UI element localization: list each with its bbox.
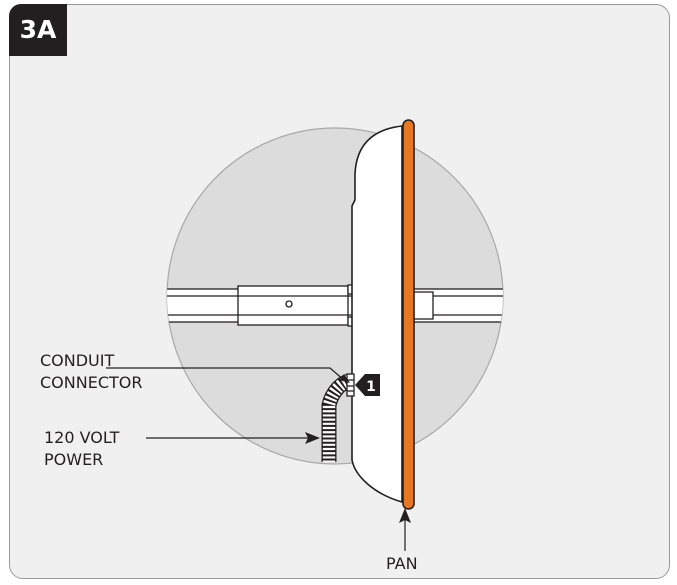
- callout-1: 1: [355, 374, 380, 396]
- step-badge: 3A: [9, 4, 67, 56]
- conduit-connector-label-line-2: CONNECTOR: [40, 373, 143, 392]
- callout-number: 1: [366, 379, 376, 395]
- screw-hole-icon: [285, 300, 293, 308]
- mounting-rail-right: [408, 288, 503, 323]
- mounting-rail-left: [167, 284, 366, 327]
- power-label-line-2: POWER: [44, 450, 104, 469]
- pan-label: PAN: [386, 554, 418, 573]
- conduit-connector-arrow-icon: [339, 374, 350, 383]
- power-label-line-1: 120 VOLT: [44, 428, 120, 447]
- conduit-connector-fitting: [346, 373, 355, 397]
- power-label: 120 VOLT POWER: [44, 427, 119, 471]
- pan-arrow-icon: [399, 508, 411, 523]
- pan-edge: [402, 119, 415, 510]
- conduit-connector-label-line-1: CONDUIT: [40, 351, 115, 370]
- fixture-housing: [351, 125, 403, 504]
- power-arrow-icon: [305, 432, 320, 444]
- conduit-connector-label: CONDUIT CONNECTOR: [40, 350, 142, 394]
- conduit-connector-leader: [106, 367, 346, 382]
